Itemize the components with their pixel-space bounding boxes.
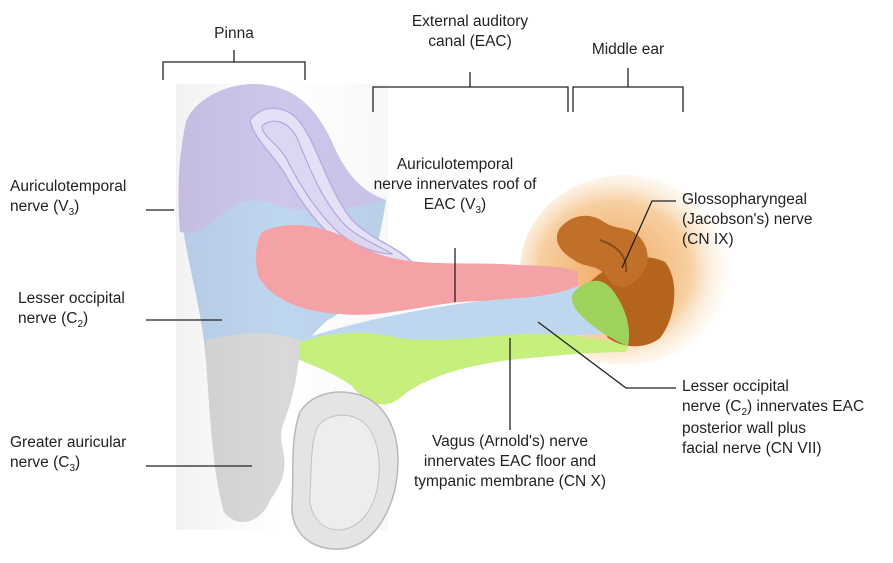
label-greater-auricular-line2: nerve (C3) [10,453,126,475]
label-auriculotemporal: Auriculotemporal nerve (V3) [10,177,126,219]
label-roof: Auriculotemporal nerve innervates roof o… [345,155,565,217]
label-roof-line3: EAC (V3) [345,195,565,217]
label-glossopharyngeal-line1: Glossopharyngeal [682,190,812,210]
header-eac-line1: External auditory [385,12,555,32]
label-lesser-occipital: Lesser occipital nerve (C2) [18,289,125,331]
header-eac: External auditory canal (EAC) [385,12,555,52]
label-glossopharyngeal-line2: (Jacobson's) nerve [682,210,812,230]
label-roof-line1: Auriculotemporal [345,155,565,175]
label-glossopharyngeal-line3: (CN IX) [682,230,812,250]
label-lesser-occipital-line2: nerve (C2) [18,309,125,331]
label-lesser-occipital-eac-line4: facial nerve (CN VII) [682,439,864,459]
label-auriculotemporal-line2: nerve (V3) [10,197,126,219]
label-roof-line2: nerve innervates roof of [345,175,565,195]
header-middle-ear-text: Middle ear [578,40,678,60]
label-lesser-occipital-eac-line3: posterior wall plus [682,419,864,439]
label-greater-auricular-line1: Greater auricular [10,433,126,453]
label-lesser-occipital-eac: Lesser occipital nerve (C2) innervates E… [682,377,864,459]
label-lesser-occipital-eac-line2: nerve (C2) innervates EAC [682,397,864,419]
bracket-eac [373,72,568,112]
label-vagus-line3: tympanic membrane (CN X) [390,472,630,492]
label-greater-auricular: Greater auricular nerve (C3) [10,433,126,475]
header-eac-line2: canal (EAC) [385,32,555,52]
label-vagus-line1: Vagus (Arnold's) nerve [390,432,630,452]
label-vagus: Vagus (Arnold's) nerve innervates EAC fl… [390,432,630,492]
label-glossopharyngeal: Glossopharyngeal (Jacobson's) nerve (CN … [682,190,812,250]
label-vagus-line2: innervates EAC floor and [390,452,630,472]
label-auriculotemporal-line1: Auriculotemporal [10,177,126,197]
bracket-middle-ear [573,68,683,112]
header-pinna-text: Pinna [204,24,264,44]
header-middle-ear: Middle ear [578,40,678,60]
bracket-pinna [163,50,305,80]
label-lesser-occipital-eac-line1: Lesser occipital [682,377,864,397]
header-pinna: Pinna [204,24,264,44]
label-lesser-occipital-line1: Lesser occipital [18,289,125,309]
